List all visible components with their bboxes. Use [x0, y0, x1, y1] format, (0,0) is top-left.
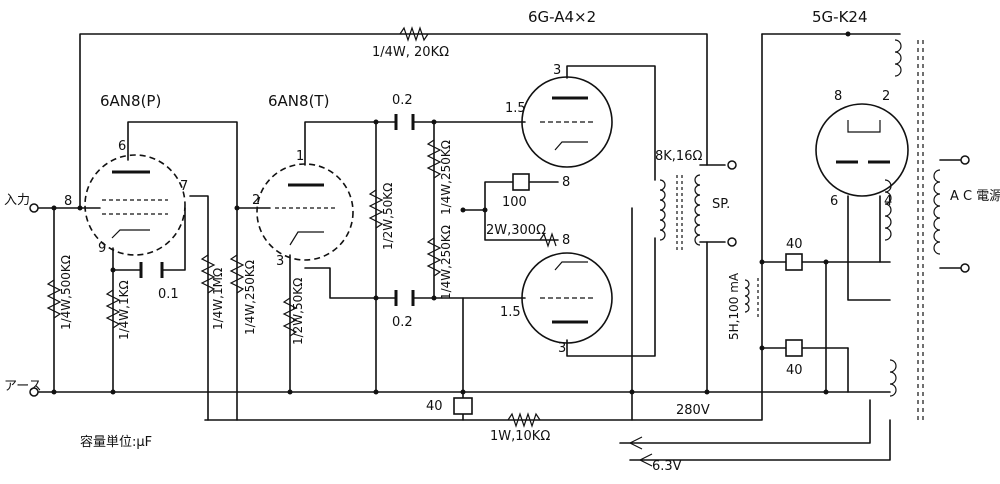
tube-label-5gk24: 5G-K24 — [812, 8, 868, 26]
svg-text:1.5: 1.5 — [505, 101, 526, 116]
label-ac: A C 電源 — [950, 189, 1000, 204]
cap-bias — [512, 173, 530, 191]
tube-6ga4-bot — [521, 252, 613, 344]
svg-text:6: 6 — [830, 194, 838, 209]
label-speaker: SP. — [712, 197, 730, 212]
tube-label-6an8t: 6AN8(T) — [268, 92, 329, 110]
svg-text:1/2W,50KΩ: 1/2W,50KΩ — [291, 278, 305, 345]
resistor-feedback — [399, 26, 429, 42]
resistors — [46, 26, 541, 428]
svg-text:9: 9 — [98, 241, 106, 256]
label-capacitance-unit: 容量単位:μF — [80, 434, 152, 450]
svg-text:2: 2 — [882, 89, 890, 104]
resistor-input — [46, 279, 62, 319]
svg-text:0.1: 0.1 — [158, 287, 179, 302]
capacitors — [139, 114, 803, 415]
svg-text:3: 3 — [276, 254, 284, 269]
label-r-feedback: 1/4W, 20KΩ — [372, 45, 449, 60]
svg-text:1/4W,1KΩ: 1/4W,1KΩ — [117, 280, 131, 340]
resistor-grid-bot — [426, 237, 442, 277]
svg-text:1/4W,250KΩ: 1/4W,250KΩ — [439, 140, 453, 215]
label-b-plus: 280V — [676, 403, 710, 418]
svg-text:2: 2 — [252, 193, 260, 208]
svg-text:40: 40 — [786, 363, 803, 378]
svg-text:1/4W,1MΩ: 1/4W,1MΩ — [211, 268, 225, 330]
svg-text:1/4W,500KΩ: 1/4W,500KΩ — [59, 255, 73, 330]
svg-text:100: 100 — [502, 195, 527, 210]
svg-text:1W,10KΩ: 1W,10KΩ — [490, 429, 550, 444]
svg-text:1.5: 1.5 — [500, 305, 521, 320]
label-heater: 6.3V — [652, 459, 682, 474]
choke — [744, 278, 759, 318]
label-choke: 5H,100 mA — [727, 272, 741, 340]
svg-text:3: 3 — [553, 63, 561, 78]
tube-label-6an8p: 6AN8(P) — [100, 92, 161, 110]
svg-text:0.2: 0.2 — [392, 315, 413, 330]
svg-text:1: 1 — [296, 149, 304, 164]
svg-text:1/4W,250KΩ: 1/4W,250KΩ — [243, 260, 257, 335]
svg-text:2W,300Ω: 2W,300Ω — [486, 223, 546, 238]
svg-text:1/2W,50KΩ: 1/2W,50KΩ — [381, 183, 395, 250]
output-transformer — [659, 174, 701, 250]
svg-text:1/4W,250KΩ: 1/4W,250KΩ — [439, 225, 453, 300]
resistor-grid-top — [426, 139, 442, 179]
label-input: 入力 — [4, 193, 30, 208]
resistor-plate2 — [368, 189, 384, 229]
svg-text:6: 6 — [118, 139, 126, 154]
labels: 6AN8(P) 6AN8(T) 6G-A4×2 5G-K24 6 8 7 9 1… — [4, 8, 1000, 474]
svg-text:0.2: 0.2 — [392, 93, 413, 108]
svg-text:7: 7 — [180, 179, 188, 194]
tube-5gk24 — [815, 103, 909, 197]
svg-text:8: 8 — [64, 194, 72, 209]
label-opt-imp: 8K,16Ω — [655, 149, 702, 164]
power-transformer — [884, 39, 941, 420]
label-earth: アース — [4, 379, 42, 394]
tube-6an8p — [84, 154, 186, 256]
resistor-grid2 — [229, 254, 245, 294]
tube-label-6ga4: 6G-A4×2 — [528, 8, 596, 26]
resistor-supply — [507, 412, 541, 428]
svg-text:4: 4 — [884, 194, 892, 209]
resistor-cathode2 — [282, 297, 298, 337]
resistor-bias — [539, 232, 557, 248]
junctions — [51, 31, 851, 395]
tube-6an8t — [256, 163, 354, 261]
svg-text:40: 40 — [786, 237, 803, 252]
svg-text:8: 8 — [562, 175, 570, 190]
cap-filter1 — [785, 253, 803, 271]
svg-text:40: 40 — [426, 399, 443, 414]
resistor-plate1 — [200, 254, 216, 294]
terminals — [29, 155, 970, 467]
tube-6ga4-top — [521, 76, 613, 168]
resistor-cathode1 — [105, 289, 121, 329]
svg-text:8: 8 — [562, 233, 570, 248]
cap-filter2 — [785, 339, 803, 357]
wires — [35, 33, 966, 461]
svg-text:3: 3 — [558, 341, 566, 356]
cap-filter-main — [453, 397, 473, 415]
svg-text:8: 8 — [834, 89, 842, 104]
